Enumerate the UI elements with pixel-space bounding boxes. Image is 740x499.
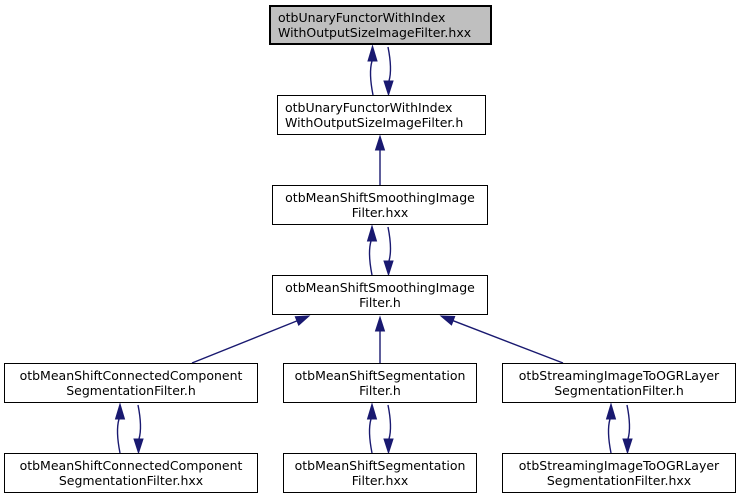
node-label-line: otbMeanShiftSegmentation (294, 368, 466, 383)
edge-connected-h-to-connected-hxx-down (133, 404, 144, 455)
edge-streaming-hxx-to-streaming-h-up (605, 402, 617, 454)
edge-unary-h-to-unary-hxx-up (367, 44, 378, 96)
node-label-line: Filter.hxx (351, 205, 409, 220)
node-label-line: otbStreamingImageToOGRLayer (518, 368, 720, 383)
node-label-line: otbUnaryFunctorWithIndex (278, 10, 446, 25)
node-label-line: otbUnaryFunctorWithIndex (285, 100, 453, 115)
edge-segmentation-h-to-smoothing-h (374, 315, 386, 363)
node-label-line: SegmentationFilter.hxx (546, 473, 692, 488)
node-label-line: SegmentationFilter.hxx (58, 473, 204, 488)
node-label-line: Filter.h (359, 383, 401, 398)
node-otbStreamingImageToOGRLayerSegmentationFilter-h[interactable]: otbStreamingImageToOGRLayer Segmentation… (502, 363, 736, 403)
node-label-line: WithOutputSizeImageFilter.hxx (278, 25, 472, 40)
node-label-line: SegmentationFilter.h (66, 383, 196, 398)
node-label-line: otbMeanShiftConnectedComponent (19, 368, 243, 383)
edge-connected-hxx-to-connected-h-up (114, 402, 126, 454)
edge-segmentation-h-to-segmentation-hxx-down (383, 404, 394, 455)
node-label-line: otbMeanShiftSegmentation (294, 458, 466, 473)
edge-connected-h-to-smoothing-h (191, 315, 311, 364)
node-label-line: otbMeanShiftConnectedComponent (19, 458, 243, 473)
node-otbMeanShiftSmoothingImageFilter-hxx[interactable]: otbMeanShiftSmoothingImage Filter.hxx (272, 185, 488, 225)
node-label-line: WithOutputSizeImageFilter.h (285, 115, 464, 130)
node-otbMeanShiftConnectedComponentSegmentationFilter-hxx[interactable]: otbMeanShiftConnectedComponent Segmentat… (4, 453, 258, 493)
edge-streaming-h-to-smoothing-h (439, 315, 564, 364)
node-otbMeanShiftSegmentationFilter-hxx[interactable]: otbMeanShiftSegmentation Filter.hxx (283, 453, 477, 493)
node-label-line: otbMeanShiftSmoothingImage (285, 190, 475, 205)
edge-segmentation-hxx-to-segmentation-h-up (366, 402, 378, 454)
edge-streaming-h-to-streaming-hxx-down (622, 404, 633, 455)
edge-smoothing-hxx-to-unary-h (374, 134, 386, 185)
node-otbMeanShiftConnectedComponentSegmentationFilter-h[interactable]: otbMeanShiftConnectedComponent Segmentat… (4, 363, 258, 403)
node-otbUnaryFunctorWithIndexWithOutputSizeImageFilter-hxx: otbUnaryFunctorWithIndex WithOutputSizeI… (269, 5, 492, 45)
edge-smoothing-h-to-smoothing-hxx-up (366, 224, 378, 276)
node-otbMeanShiftSegmentationFilter-h[interactable]: otbMeanShiftSegmentation Filter.h (283, 363, 477, 403)
node-otbMeanShiftSmoothingImageFilter-h[interactable]: otbMeanShiftSmoothingImage Filter.h (272, 275, 488, 315)
edge-unary-hxx-to-unary-h-down (383, 46, 394, 97)
node-otbStreamingImageToOGRLayerSegmentationFilter-hxx[interactable]: otbStreamingImageToOGRLayer Segmentation… (502, 453, 736, 493)
node-label-line: SegmentationFilter.h (554, 383, 684, 398)
node-otbUnaryFunctorWithIndexWithOutputSizeImageFilter-h[interactable]: otbUnaryFunctorWithIndex WithOutputSizeI… (277, 95, 486, 135)
node-label-line: Filter.hxx (351, 473, 409, 488)
edge-smoothing-hxx-to-smoothing-h-down (383, 226, 394, 277)
node-label-line: otbStreamingImageToOGRLayer (518, 458, 720, 473)
node-label-line: otbMeanShiftSmoothingImage (285, 280, 475, 295)
node-label-line: Filter.h (359, 295, 401, 310)
